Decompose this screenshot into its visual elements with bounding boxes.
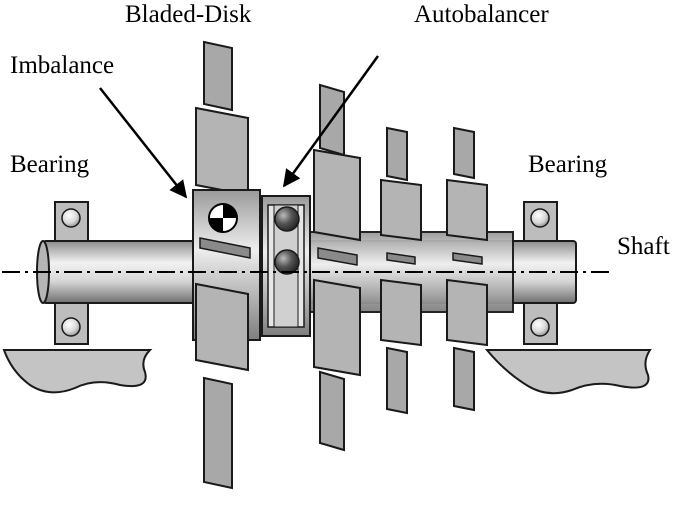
imbalance-mass-icon: [208, 203, 238, 233]
blade-stage-2: [313, 83, 361, 452]
bearing-right-label: Bearing: [528, 151, 608, 178]
imbalance-arrow: [99, 87, 188, 199]
imbalance-label: Imbalance: [10, 52, 115, 79]
ground-support-left: [2, 349, 153, 394]
bearing-left: [54, 201, 89, 345]
autobalancer-arrow: [282, 55, 380, 188]
blade-stage-3: [380, 126, 422, 415]
bearing-left-label: Bearing: [10, 151, 90, 178]
shaft-label: Shaft: [617, 233, 670, 260]
ground-support-right: [484, 349, 652, 395]
autobalancer: [261, 195, 311, 337]
balancing-ball-upper: [274, 206, 300, 232]
balancing-ball-lower: [274, 249, 300, 275]
blade-stage-4: [446, 126, 488, 412]
bladed-disk: [192, 40, 261, 490]
autobalancer-label: Autobalancer: [414, 1, 549, 28]
bladed-disk-label: Bladed-Disk: [125, 1, 252, 28]
